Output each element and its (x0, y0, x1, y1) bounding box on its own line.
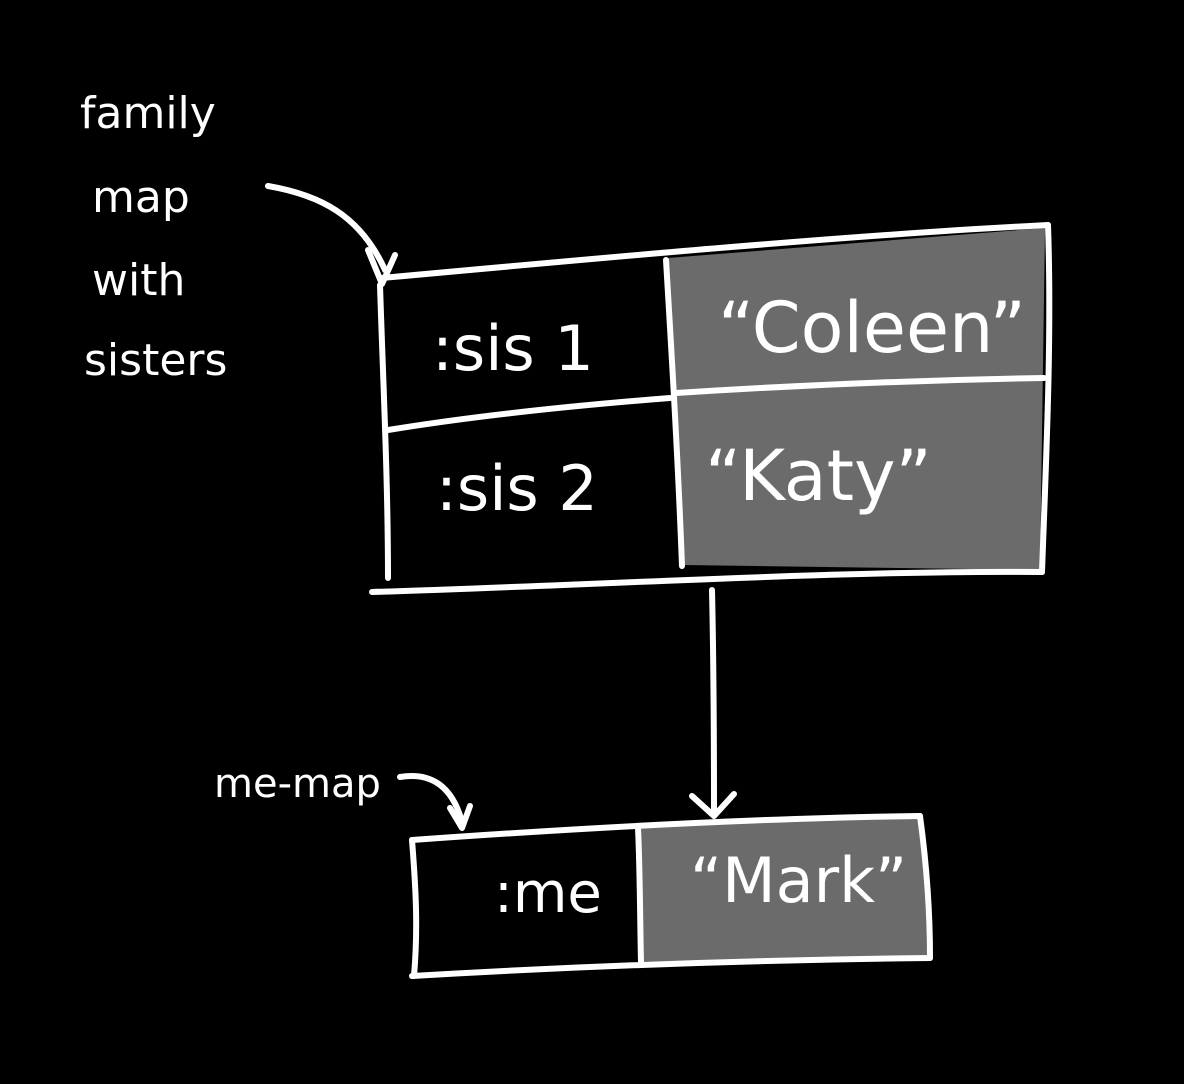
family-arrow-curve (265, 183, 388, 273)
family-map-top-edge (379, 222, 1051, 281)
down-arrow-head (689, 791, 737, 819)
me-map-box (409, 813, 933, 979)
family-map-row-divider-left (385, 395, 673, 433)
me-map-bottom-edge (409, 955, 933, 979)
me-map-left-edge (409, 837, 420, 979)
me-map-value-fill (640, 816, 930, 962)
me-map-right-edge (917, 813, 933, 961)
me-arrow-curve (397, 773, 465, 825)
me-map-row: :me “Mark” (494, 844, 907, 926)
sis2-value: “Katy” (705, 435, 932, 517)
me-key: :me (494, 861, 602, 926)
sis2-key: :sis 2 (436, 452, 598, 525)
sis1-key: :sis 1 (432, 312, 594, 385)
family-map-row-divider-right (673, 375, 1047, 396)
family-map-column-divider (663, 257, 685, 569)
family-label-line-2: map (92, 172, 190, 223)
me-map-top-edge (409, 813, 923, 843)
me-value: “Mark” (690, 844, 907, 917)
family-label-line-4: sisters (84, 335, 227, 386)
family-map-bottom-edge (369, 568, 1045, 595)
family-map-right-edge (1039, 222, 1053, 575)
family-map-value-fill (668, 228, 1045, 570)
me-arrow-head (447, 803, 473, 831)
family-label-line-1: family (80, 88, 216, 139)
family-label-line-3: with (92, 255, 185, 306)
family-map-label: family map with sisters (80, 88, 227, 386)
me-map-label: me-map (214, 761, 381, 807)
family-map-row-2: :sis 2 “Katy” (436, 435, 932, 525)
me-map-column-divider (635, 825, 644, 965)
family-to-me-arrow (689, 587, 737, 819)
sis1-value: “Coleen” (718, 287, 1026, 369)
me-map-label-group: me-map (214, 761, 473, 831)
family-map-box (369, 222, 1053, 595)
down-arrow-shaft (709, 587, 717, 815)
family-label-arrow (265, 183, 398, 287)
family-map-row-1: :sis 1 “Coleen” (432, 287, 1026, 385)
